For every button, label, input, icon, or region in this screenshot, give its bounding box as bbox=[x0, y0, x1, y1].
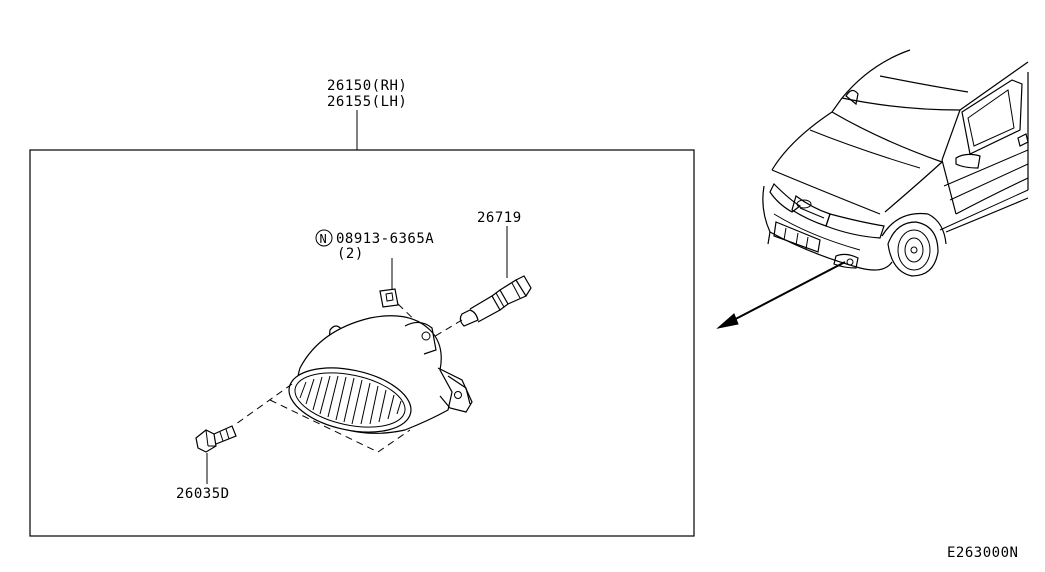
figure-code-label: E263000N bbox=[947, 545, 1018, 561]
n-symbol-circle bbox=[315, 229, 333, 247]
nut-quantity-label: (2) bbox=[337, 246, 364, 262]
location-arrow bbox=[716, 261, 846, 329]
assembly-part-lh-label: 26155(LH) bbox=[327, 94, 407, 110]
bulb-icon bbox=[431, 275, 532, 339]
clip-nut-icon bbox=[379, 288, 426, 331]
bolt-icon bbox=[195, 425, 237, 453]
n-symbol-letter: N bbox=[320, 232, 328, 246]
assembly-part-rh-label: 26150(RH) bbox=[327, 78, 407, 94]
nut-part-number-label: 08913-6365A bbox=[336, 231, 434, 247]
bulb-part-number-label: 26719 bbox=[477, 210, 522, 226]
nut-callout: N 08913-6365A (2) bbox=[315, 229, 434, 290]
bolt-part-number-label: 26035D bbox=[176, 486, 230, 502]
vehicle-icon bbox=[762, 49, 1029, 277]
assembly-frame bbox=[29, 149, 695, 537]
fog-lamp-icon bbox=[235, 315, 473, 453]
